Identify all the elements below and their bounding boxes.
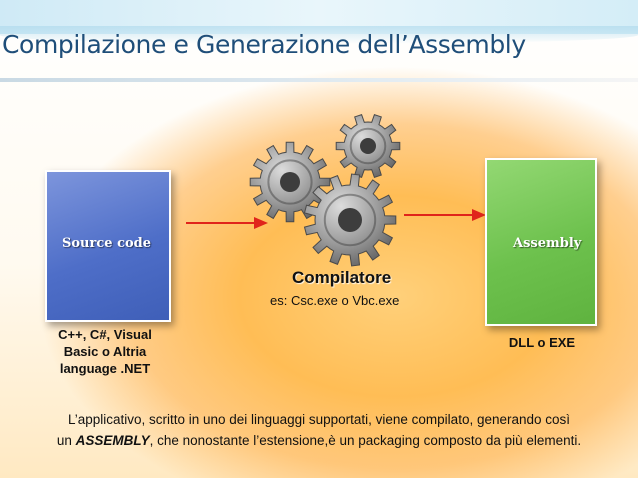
title-underline (0, 78, 638, 82)
source-code-box: Source code (45, 170, 171, 322)
header-band (0, 0, 638, 44)
source-language-line: C++, C#, Visual (58, 327, 152, 342)
caption-line-1: L’applicativo, scritto in uno dei lingua… (67, 412, 571, 427)
assembly-box: Assembly (485, 158, 597, 326)
caption-emphasis: ASSEMBLY (75, 433, 150, 448)
source-languages: C++, C#, Visual Basic o Altria language … (48, 326, 162, 377)
source-language-line: language .NET (59, 361, 151, 376)
compiler-name: Compilatore (292, 268, 392, 287)
gear-small-icon (335, 113, 401, 179)
compiler-examples: es: Csc.exe o Vbc.exe (270, 293, 400, 308)
caption-line-2-suffix: , che nonostante l’estensione,è un packa… (149, 433, 582, 448)
assembly-label: Assembly (513, 236, 582, 251)
source-code-label: Source code (62, 236, 152, 251)
arrow-to-assembly-icon (404, 209, 486, 221)
gears-icon (249, 113, 401, 267)
caption-line-2-prefix: un (56, 433, 76, 448)
arrow-to-compiler-icon (186, 217, 268, 229)
assembly-types: DLL o EXE (508, 335, 576, 350)
slide-title: Compilazione e Generazione dell’Assembly (2, 30, 526, 59)
gear-large-icon (303, 173, 397, 267)
slide-caption: L’applicativo, scritto in uno dei lingua… (0, 409, 638, 451)
source-language-line: Basic o Altria (63, 344, 147, 359)
